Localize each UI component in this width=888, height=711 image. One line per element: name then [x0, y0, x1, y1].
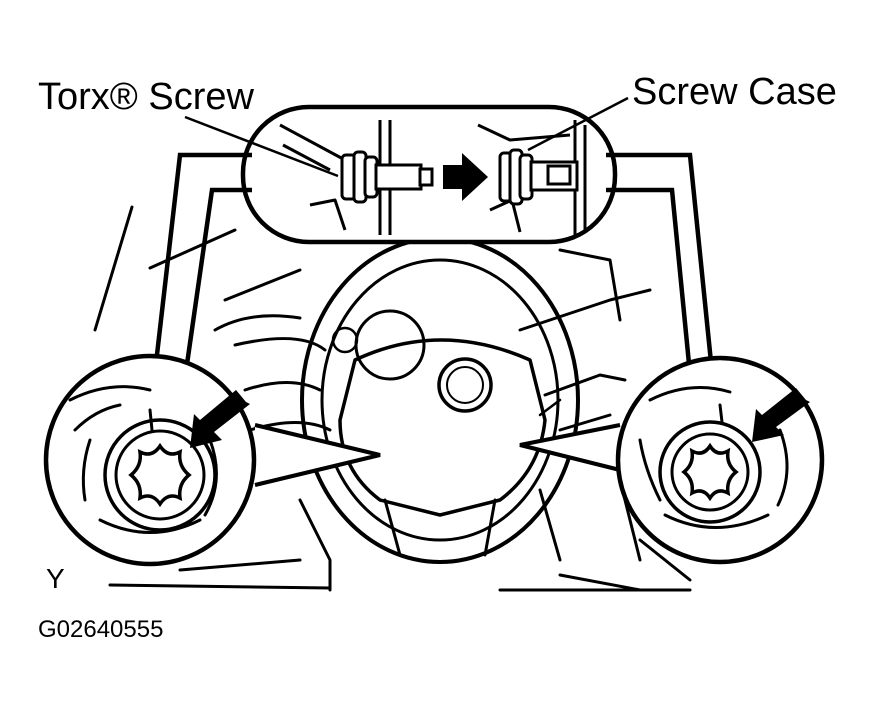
torx-leader-line — [184, 115, 339, 178]
torx-screw-head-icon — [658, 420, 762, 524]
torx-screw-icon — [340, 150, 434, 204]
torx-screw-label: Torx® Screw — [38, 76, 254, 118]
screw-case-label: Screw Case — [632, 71, 837, 113]
figure-code-label: G02640555 — [38, 616, 164, 643]
torx-screw-head-icon — [103, 418, 217, 532]
left-detail-circle — [43, 353, 381, 567]
right-detail-circle — [519, 355, 825, 565]
steering-wheel-icon — [300, 236, 580, 564]
left-pointer-arrow-icon — [190, 390, 250, 448]
arrow-icon — [443, 153, 488, 201]
right-pointer-arrow-icon — [752, 388, 810, 442]
screw-case-icon — [498, 148, 579, 206]
view-marker-label: Y — [46, 563, 65, 594]
detail-bubble-top — [152, 104, 715, 379]
screw-case-leader-line — [527, 96, 629, 152]
